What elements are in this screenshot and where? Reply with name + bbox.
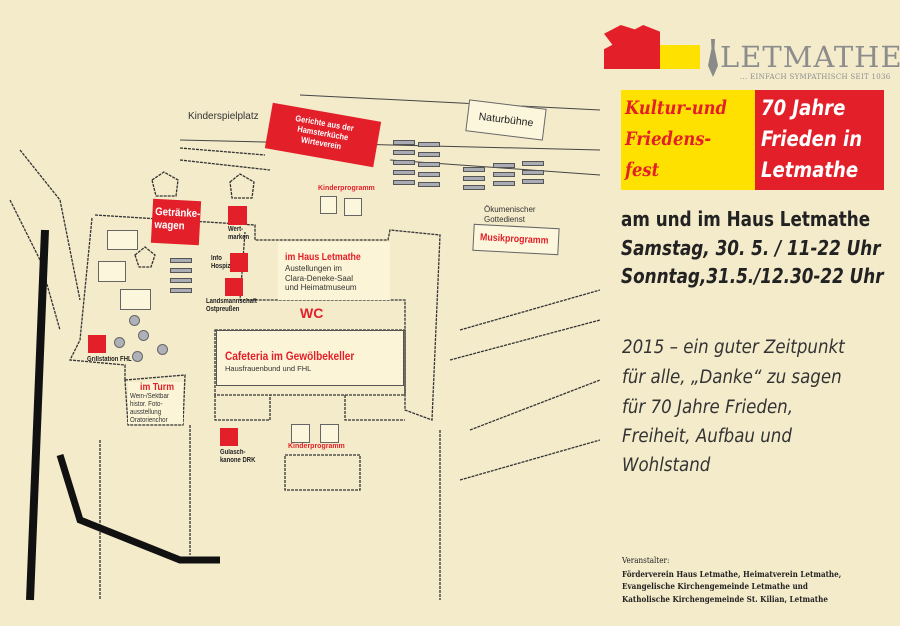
- area-getraenkewagen: Getränke- wagen: [150, 198, 202, 246]
- site-map: Kinderspielplatz Gerichte aus der Hamste…: [9, 94, 600, 601]
- map-outlines: [9, 94, 600, 601]
- oekumenisch-line: Ökumenischer: [484, 205, 536, 214]
- turm-title: im Turm: [140, 382, 175, 393]
- turm-line: Wein-/Sektbar: [130, 393, 169, 400]
- turm-line: ausstellung: [130, 409, 162, 416]
- info-line: Hospiz: [211, 263, 231, 270]
- wertmarken-line: marken: [228, 234, 250, 241]
- title-right-line: Letmathe: [761, 158, 859, 182]
- stand-box: [291, 424, 310, 443]
- haus-line: Austellungen im: [285, 264, 342, 273]
- area-turm: im Turm Wein-/Sektbar histor. Foto- auss…: [128, 382, 183, 424]
- title-left-line: fest: [625, 159, 660, 181]
- area-haus-letmathe: im Haus Letmathe Austellungen im Clara-D…: [278, 242, 390, 300]
- gulasch-line: Gulasch-: [220, 449, 246, 456]
- area-cafeteria: Cafeteria im Gewölbekeller Hausfrauenbun…: [216, 330, 404, 386]
- date-line: Sonntag,31.5./12.30-22 Uhr: [621, 264, 884, 288]
- landsmannschaft-line: Ostpreußen: [206, 306, 240, 313]
- message-line: 2015 – ein guter Zeitpunkt: [622, 337, 845, 358]
- label-kinderspielplatz: Kinderspielplatz: [188, 111, 259, 122]
- stand-box: [320, 196, 337, 214]
- stand-box: [120, 289, 151, 310]
- title-right-line: 70 Jahre: [761, 96, 846, 120]
- organizer: Veranstalter: Förderverein Haus Letmathe…: [622, 555, 841, 605]
- stand-gulaschkanone: [220, 428, 238, 446]
- area-musikprogramm: Musikprogramm: [472, 223, 560, 256]
- title-right-box: 70 Jahre Frieden in Letmathe: [755, 90, 884, 190]
- key-icon: [708, 39, 718, 77]
- title-left-line: Friedens-: [625, 128, 712, 150]
- stand-box: [320, 424, 339, 443]
- label-gulaschkanone: Gulasch-kanone DRK: [220, 449, 255, 465]
- date-line: am und im Haus Letmathe: [621, 207, 871, 231]
- lion-emblem-icon: [604, 25, 660, 69]
- stand-info-hospiz: [230, 253, 248, 272]
- label-wertmarken: Wert-marken: [228, 226, 249, 242]
- label-kinderprogramm-top: Kinderprogramm: [318, 185, 375, 192]
- turm-line: histor. Foto-: [130, 401, 163, 408]
- organizer-line: Katholische Kirchengemeinde St. Kilian, …: [622, 593, 828, 604]
- stand-grillstation: [88, 335, 106, 353]
- label-kinderprogramm-bottom: Kinderprogramm: [288, 443, 345, 450]
- stand-box: [344, 198, 362, 216]
- cafeteria-sub: Hausfrauenbund und FHL: [225, 364, 312, 373]
- haus-title: im Haus Letmathe: [285, 252, 361, 263]
- wertmarken-line: Wert-: [228, 226, 244, 233]
- organizer-line: Evangelische Kirchengemeinde Letmathe un…: [622, 581, 808, 591]
- info-line: Info: [211, 255, 222, 262]
- date-line: Samstag, 30. 5. / 11-22 Uhr: [621, 235, 881, 260]
- stand-box: [98, 261, 126, 282]
- label-oekumenisch: Ökumenischer Gottedienst: [484, 205, 536, 225]
- message-line: Wohlstand: [622, 455, 711, 476]
- title-left-line: Kultur-und: [625, 97, 727, 119]
- haus-line: und Heimatmuseum: [285, 283, 357, 292]
- stand-wertmarken: [228, 206, 247, 225]
- turm-line: Oratorienchor: [130, 417, 168, 424]
- cafeteria-title: Cafeteria im Gewölbekeller: [225, 351, 355, 363]
- organizer-heading: Veranstalter:: [622, 556, 670, 565]
- oekumenisch-line: Gottedienst: [484, 215, 525, 224]
- yellow-bar: [660, 45, 700, 69]
- stand-box: [107, 230, 138, 250]
- title-left-box: Kultur-und Friedens- fest: [621, 90, 755, 190]
- message-line: für alle, „Danke“ zu sagen: [622, 367, 842, 388]
- logo-tagline: ... EINFACH SYMPATHISCH SEIT 1036: [740, 73, 891, 81]
- title-right-line: Frieden in: [761, 127, 863, 151]
- musikprogramm-label: Musikprogramm: [479, 232, 549, 247]
- organizer-line: Förderverein Haus Letmathe, Heimatverein…: [622, 568, 842, 579]
- message-line: Freiheit, Aufbau und: [622, 426, 792, 447]
- message-line: für 70 Jahre Frieden,: [622, 397, 794, 418]
- getraenke-line: wagen: [154, 218, 185, 233]
- logo-name: LETMATHE: [720, 40, 900, 74]
- stand-landsmannschaft: [225, 278, 243, 296]
- label-grillstation: Grillstation FHL: [87, 356, 132, 363]
- event-dates: am und im Haus Letmathe Samstag, 30. 5. …: [621, 205, 884, 291]
- landsmannschaft-line: Landsmannschaft: [206, 298, 257, 305]
- haus-line: Clara-Deneke-Saal: [285, 273, 354, 283]
- label-wc: WC: [300, 305, 324, 321]
- gulasch-line: kanone DRK: [220, 457, 256, 464]
